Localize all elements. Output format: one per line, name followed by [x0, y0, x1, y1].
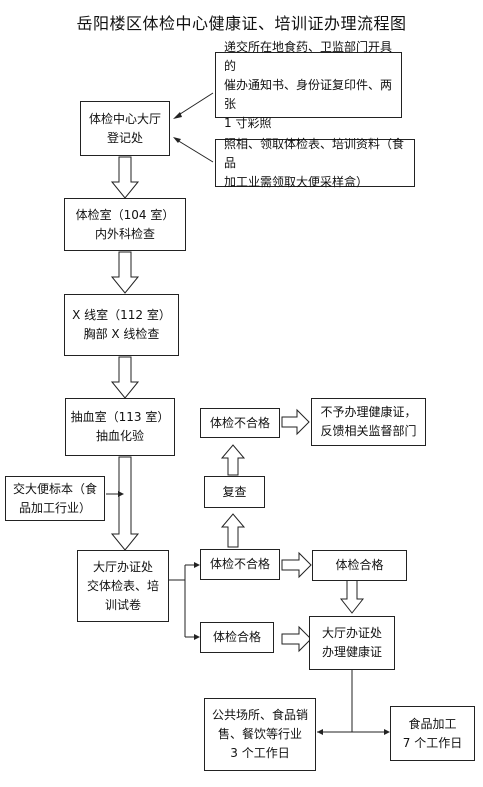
pass-low-box: 体检合格 [200, 622, 274, 653]
room-112-box: X 线室（112 室） 胸部 X 线检查 [64, 294, 179, 356]
pass-right-box: 体检合格 [312, 550, 407, 581]
hollow-arrow-up-2 [220, 444, 246, 476]
hollow-arrow-right-3 [281, 625, 312, 653]
registration-box: 体检中心大厅 登记处 [80, 101, 170, 156]
hollow-arrow-up-1 [220, 513, 246, 548]
hollow-arrow-2 [110, 251, 140, 294]
no-certificate-box: 不予办理健康证， 反馈相关监督部门 [311, 398, 426, 446]
photo-materials-note: 照相、领取体检表、培训资料（食品 加工业需领取大便采样盒） [215, 137, 415, 189]
stool-sample-box: 交大便标本（食 品加工行业） [5, 476, 105, 521]
hollow-arrow-1 [110, 156, 140, 199]
fail-mid-box: 体检不合格 [200, 549, 280, 580]
public-industry-box: 公共场所、食品销 售、餐饮等行业 3 个工作日 [204, 698, 316, 771]
room-104-box: 体检室（104 室） 内外科检查 [64, 198, 186, 251]
hollow-arrow-4 [110, 456, 140, 551]
recheck-box: 复查 [204, 476, 265, 508]
fail-top-box: 体检不合格 [200, 408, 280, 438]
food-processing-box: 食品加工 7 个工作日 [390, 706, 475, 761]
hollow-arrow-right-1 [281, 408, 310, 436]
submit-documents-note: 递交所在地食药、卫监部门开具的 催办通知书、身份证复印件、两张 1 寸彩照 [215, 40, 402, 130]
room-113-box: 抽血室（113 室） 抽血化验 [65, 398, 175, 456]
page-title: 岳阳楼区体检中心健康证、培训证办理流程图 [76, 14, 407, 33]
hollow-arrow-3 [110, 356, 140, 399]
hollow-arrow-3b [339, 579, 365, 614]
hollow-arrow-right-2 [281, 551, 312, 579]
issue-certificate-box: 大厅办证处 办理健康证 [309, 616, 395, 670]
office-submit-box: 大厅办证处 交体检表、培 训试卷 [77, 550, 169, 622]
